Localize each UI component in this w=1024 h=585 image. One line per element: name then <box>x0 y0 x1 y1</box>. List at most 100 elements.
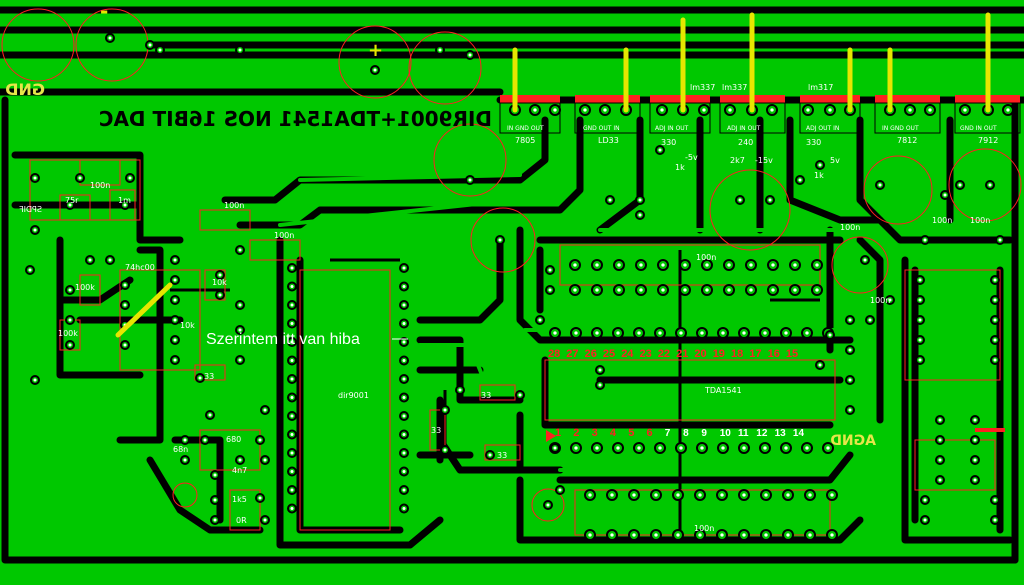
label-m5v: -5v <box>685 153 698 162</box>
drill-hole <box>639 288 643 292</box>
drill-hole <box>148 43 152 47</box>
drill-hole <box>938 478 942 482</box>
drill-hole <box>173 318 177 322</box>
drill-hole <box>805 446 809 450</box>
drill-hole <box>290 507 294 510</box>
drill-hole <box>173 358 177 362</box>
drill-hole <box>918 318 922 322</box>
drill-hole <box>720 493 724 497</box>
label-100n-h: 100n <box>970 216 990 225</box>
label-2k7: 2k7 <box>730 156 745 165</box>
drill-hole <box>918 298 922 302</box>
tda-pin-number: 28 <box>548 348 560 360</box>
tda-pin-number: 11 <box>738 428 749 439</box>
drill-hole <box>749 288 753 292</box>
drill-hole <box>973 458 977 462</box>
pin1-marker <box>546 430 556 442</box>
drill-hole <box>805 331 809 335</box>
drill-hole <box>402 285 406 288</box>
svg-text:AGND: AGND <box>830 433 876 449</box>
drill-hole <box>683 263 687 267</box>
drill-hole <box>943 193 947 197</box>
drill-hole <box>183 458 187 462</box>
label-100k-b: 100k <box>58 329 78 338</box>
component-value-labels: 75r 1m 100n 74hc00 100k 10k 100k 10k 33 … <box>58 138 990 533</box>
drill-hole <box>727 288 731 292</box>
svg-text:GND: GND <box>5 80 45 99</box>
drill-hole <box>290 433 294 436</box>
drill-hole <box>676 533 680 537</box>
svg-text:SPDIF: SPDIF <box>19 205 42 214</box>
drill-hole <box>828 108 832 112</box>
drill-hole <box>764 493 768 497</box>
plus-sign: + <box>368 40 383 61</box>
drill-hole <box>918 278 922 282</box>
drill-hole <box>290 396 294 399</box>
label-330b: 330 <box>806 138 821 147</box>
label-100n-i: 100n <box>694 524 714 533</box>
drill-hole <box>263 458 267 462</box>
tda-pin-number: 12 <box>756 428 768 439</box>
reg-pins-7912: GND IN OUT <box>960 125 997 132</box>
drill-hole <box>658 331 662 335</box>
drill-hole <box>738 198 742 202</box>
drill-hole <box>637 446 641 450</box>
drill-hole <box>498 238 502 242</box>
drill-hole <box>763 331 767 335</box>
drill-hole <box>764 533 768 537</box>
drill-hole <box>888 298 892 302</box>
drill-hole <box>553 108 557 112</box>
drill-hole <box>993 298 997 302</box>
tda-pin-number: 24 <box>621 348 634 360</box>
tda-pin-number: 10 <box>720 428 732 439</box>
drill-hole <box>1006 108 1010 112</box>
drill-hole <box>727 263 731 267</box>
label-680: 680 <box>226 435 241 444</box>
jumper-wires <box>115 12 991 338</box>
tda-pin-number: 26 <box>585 348 597 360</box>
drill-hole <box>793 288 797 292</box>
label-100n-c: 100n <box>274 231 294 240</box>
drill-hole <box>784 331 788 335</box>
drill-hole <box>588 493 592 497</box>
drill-hole <box>402 414 406 418</box>
reg-pins-7812: IN GND OUT <box>882 125 919 132</box>
drill-hole <box>468 178 472 182</box>
drill-hole <box>402 507 406 510</box>
drill-hole <box>173 258 177 262</box>
drill-hole <box>878 183 882 187</box>
drill-hole <box>33 228 37 232</box>
drill-hole <box>639 263 643 267</box>
drill-hole <box>68 318 72 322</box>
label-1k5: 1k5 <box>232 495 247 504</box>
drill-hole <box>660 108 664 112</box>
drill-hole <box>771 288 775 292</box>
drill-hole <box>700 446 704 450</box>
drill-hole <box>993 518 997 522</box>
drill-hole <box>863 258 867 262</box>
reg-label-lm337-a: lm337 <box>690 83 715 92</box>
pads <box>25 33 1014 541</box>
drill-hole <box>679 331 683 335</box>
tda-pin-number: 17 <box>749 348 761 360</box>
drill-hole <box>290 359 294 362</box>
tda-chip-label: TDA1541 <box>704 386 742 395</box>
drill-hole <box>830 493 834 497</box>
drill-hole <box>828 333 832 337</box>
drill-hole <box>683 288 687 292</box>
drill-hole <box>108 258 112 262</box>
drill-hole <box>768 198 772 202</box>
dir-chip-label: dir9001 <box>338 391 369 400</box>
drill-hole <box>203 438 207 442</box>
tda-pin-number: 8 <box>683 428 689 439</box>
drill-hole <box>798 178 802 182</box>
drill-hole <box>238 358 242 362</box>
drill-hole <box>583 108 587 112</box>
drill-hole <box>208 413 212 417</box>
drill-hole <box>88 258 92 262</box>
drill-hole <box>728 108 732 112</box>
drill-hole <box>993 318 997 322</box>
drill-hole <box>533 108 537 112</box>
